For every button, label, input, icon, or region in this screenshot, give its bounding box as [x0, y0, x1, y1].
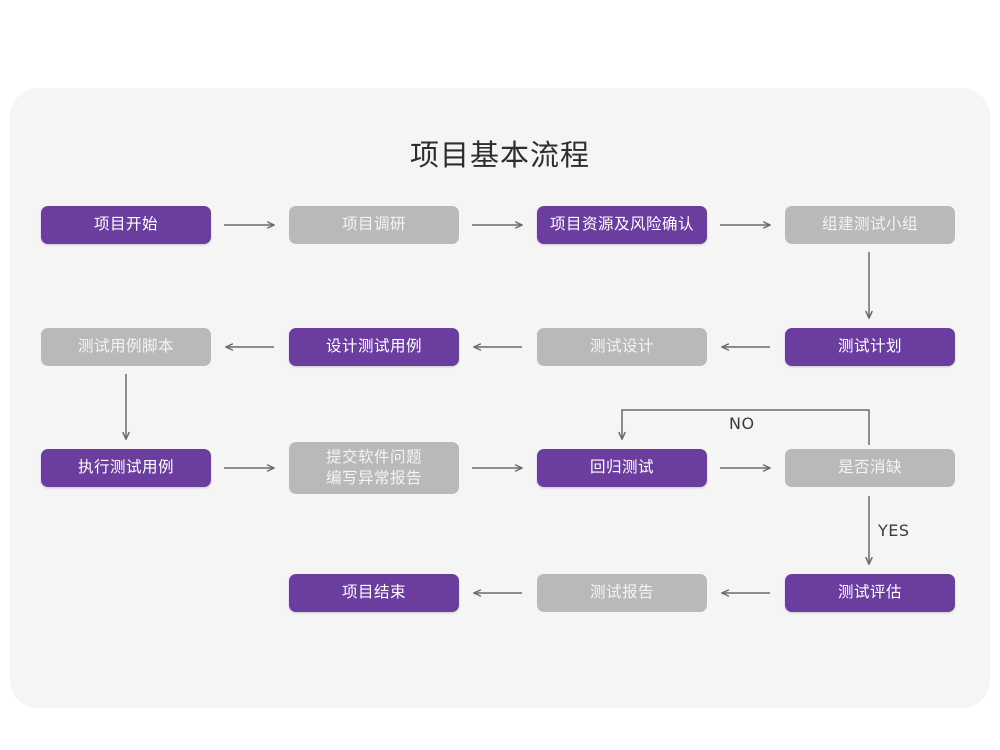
flow-node-n10[interactable]: 提交软件问题 编写异常报告 [289, 442, 459, 494]
flow-node-label: 项目开始 [93, 215, 158, 234]
page-title: 项目基本流程 [409, 138, 590, 172]
flow-node-n6[interactable]: 设计测试用例 [289, 328, 459, 366]
flow-node-label: 测试计划 [837, 337, 902, 356]
flow-node-n2[interactable]: 项目调研 [289, 206, 459, 244]
flow-node-n1[interactable]: 项目开始 [41, 206, 211, 244]
flow-node-label: 组建测试小组 [821, 215, 918, 234]
flow-node-n9[interactable]: 执行测试用例 [41, 449, 211, 487]
flow-node-label: 执行测试用例 [77, 458, 174, 477]
flow-node-label: 项目资源及风险确认 [549, 215, 694, 234]
flow-node-n7[interactable]: 测试设计 [537, 328, 707, 366]
flow-node-label: 回归测试 [589, 458, 654, 477]
flow-node-n12[interactable]: 是否消缺 [785, 449, 955, 487]
flow-node-n14[interactable]: 测试报告 [537, 574, 707, 612]
flow-node-label: 测试用例脚本 [77, 337, 174, 356]
flow-node-label: 项目调研 [341, 215, 406, 234]
flow-node-label: 提交软件问题 编写异常报告 [325, 447, 422, 487]
flow-node-n15[interactable]: 测试评估 [785, 574, 955, 612]
flow-node-label: 是否消缺 [837, 458, 902, 477]
flow-node-label: 设计测试用例 [325, 337, 422, 356]
flow-node-label: 测试设计 [589, 337, 654, 356]
flow-node-n5[interactable]: 测试用例脚本 [41, 328, 211, 366]
flow-node-label: 项目结束 [341, 583, 406, 602]
flow-node-n4[interactable]: 组建测试小组 [785, 206, 955, 244]
flow-node-n8[interactable]: 测试计划 [785, 328, 955, 366]
flow-node-label: 测试报告 [589, 583, 654, 602]
flow-node-label: 测试评估 [837, 583, 902, 602]
flow-node-n13[interactable]: 项目结束 [289, 574, 459, 612]
diagram-card [10, 88, 990, 708]
flow-node-n11[interactable]: 回归测试 [537, 449, 707, 487]
edge-label-yes: YES [878, 521, 910, 540]
flow-node-n3[interactable]: 项目资源及风险确认 [537, 206, 707, 244]
edge-label-no: NO [729, 414, 755, 433]
